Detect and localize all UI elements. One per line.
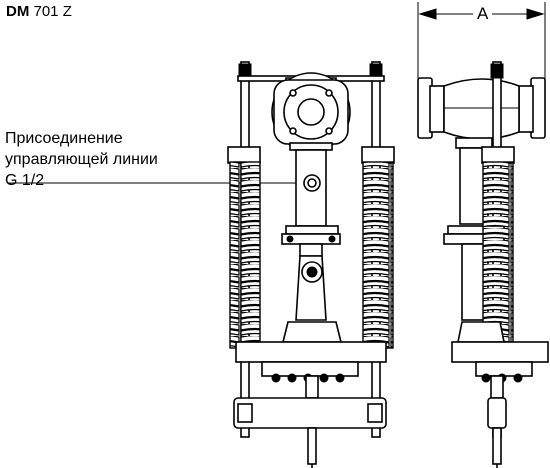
- model-prefix: DM: [6, 3, 30, 20]
- side-view: [417, 61, 549, 468]
- dimension-a: [417, 2, 546, 86]
- front-view: [227, 61, 395, 468]
- callout-line-2: управляющей линии: [5, 151, 158, 168]
- control-line-callout: Присоединение управляющей линии G 1/2: [5, 128, 158, 191]
- callout-line-1: Присоединение: [5, 130, 123, 147]
- model-suffix: 701 Z: [33, 3, 72, 20]
- drawing-title: DM 701 Z: [6, 3, 72, 21]
- dimension-a-label: A: [473, 4, 493, 24]
- callout-line-3: G 1/2: [5, 172, 45, 189]
